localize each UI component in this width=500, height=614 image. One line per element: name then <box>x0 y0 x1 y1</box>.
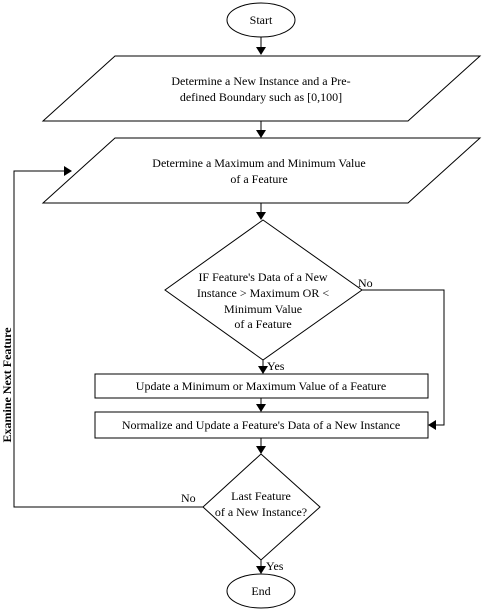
input-maxmin-shape <box>41 137 482 204</box>
start-label: Start <box>250 13 273 27</box>
process-update-shape <box>94 373 429 399</box>
decision-range-line1: IF Feature's Data of a New <box>198 270 327 284</box>
input-maxmin-line2: of a Feature <box>230 172 287 186</box>
decision-last-no-label: No <box>181 491 196 505</box>
input-maxmin-line1: Determine a Maximum and Minimum Value <box>152 156 365 170</box>
decision-range-line2: Instance > Maximum OR < <box>197 286 329 300</box>
arrow-loop-examine-next <box>13 170 203 508</box>
process-normalize-shape <box>94 411 429 439</box>
process-normalize-label: Normalize and Update a Feature's Data of… <box>122 418 400 432</box>
arrowhead-instance <box>256 47 266 55</box>
arrow-range-no-to-normalize <box>362 289 445 426</box>
end-terminator <box>226 573 296 609</box>
arrowhead-loop <box>64 166 72 176</box>
decision-last-yes-label: Yes <box>266 559 284 573</box>
end-label: End <box>251 584 270 598</box>
loop-examine-next-label: Examine Next Feature <box>0 327 14 443</box>
decision-last-line1: Last Feature <box>231 489 291 503</box>
arrowhead-decision-range <box>256 212 266 220</box>
arrowhead-minmax <box>256 130 266 138</box>
input-new-instance-line1: Determine a New Instance and a Pre- <box>171 74 350 88</box>
decision-range-yes-label: Yes <box>267 359 285 373</box>
arrowhead-normalize <box>256 404 266 412</box>
process-update-label: Update a Minimum or Maximum Value of a F… <box>136 379 386 393</box>
decision-range-line3: Minimum Value <box>224 302 302 316</box>
arrowhead-update <box>258 366 268 374</box>
decision-range-no-label: No <box>358 276 373 290</box>
arrowhead-range-no <box>428 420 436 430</box>
input-new-instance-line2: defined Boundary such as [0,100] <box>180 90 342 104</box>
input-new-instance-shape <box>41 55 482 122</box>
decision-range-line4: of a Feature <box>234 317 291 331</box>
arrowhead-end <box>256 566 266 574</box>
arrowhead-decision-last <box>256 446 266 454</box>
decision-last-line2: of a New Instance? <box>215 505 307 519</box>
